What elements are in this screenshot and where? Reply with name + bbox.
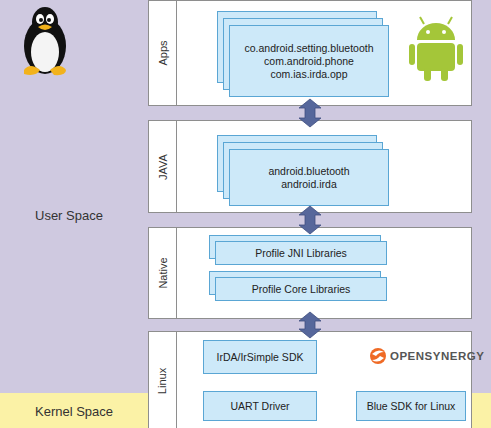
- layer-strip: Linux: [149, 332, 177, 428]
- component-label: IrDA/IrSimple SDK: [217, 351, 304, 364]
- layer-label: Linux: [156, 368, 168, 394]
- component-box: co.android.setting.bluetoothcom.android.…: [229, 25, 389, 97]
- layer-strip: Native: [149, 228, 177, 318]
- component-label: Blue SDK for Linux: [367, 400, 456, 413]
- layer-label: JAVA: [156, 154, 168, 180]
- component-label: android.bluetooth: [268, 165, 349, 178]
- layer-label: Native: [157, 257, 169, 288]
- double-arrow: [299, 99, 321, 127]
- component-box: Profile JNI Libraries: [215, 241, 387, 265]
- opensynergy-logo: [370, 348, 386, 364]
- component-box: Profile Core Libraries: [215, 277, 387, 301]
- layer-label: Apps: [156, 40, 168, 65]
- component-box: IrDA/IrSimple SDK: [203, 340, 317, 374]
- double-arrow: [299, 206, 321, 234]
- component-label: com.ias.irda.opp: [270, 68, 347, 81]
- layer-box: Linux IrDA/IrSimple SDK UART Driver Blue SD…: [148, 331, 472, 428]
- component-label: UART Driver: [230, 400, 289, 413]
- component-box: UART Driver: [203, 391, 317, 421]
- component-label: android.irda: [281, 178, 336, 191]
- linux-penguin: [24, 7, 66, 75]
- space-label: User Space: [35, 208, 103, 223]
- component-label: co.android.setting.bluetooth: [244, 42, 373, 55]
- component-box: Blue SDK for Linux: [356, 391, 466, 421]
- layer-box: Native Profile JNI LibrariesProfile Core …: [148, 227, 472, 319]
- layer-strip: Apps: [149, 1, 177, 105]
- layer-strip: JAVA: [149, 121, 177, 212]
- brand-name: OPENSYNERGY: [390, 350, 484, 362]
- android-robot: [409, 17, 463, 81]
- double-arrow: [299, 312, 321, 338]
- component-label: Profile Core Libraries: [252, 283, 351, 296]
- space-label: Kernel Space: [35, 404, 113, 419]
- layer-box: JAVA android.bluetoothandroid.irda: [148, 120, 472, 213]
- component-label: Profile JNI Libraries: [255, 247, 347, 260]
- component-label: com.android.phone: [264, 55, 354, 68]
- component-box: android.bluetoothandroid.irda: [229, 149, 389, 206]
